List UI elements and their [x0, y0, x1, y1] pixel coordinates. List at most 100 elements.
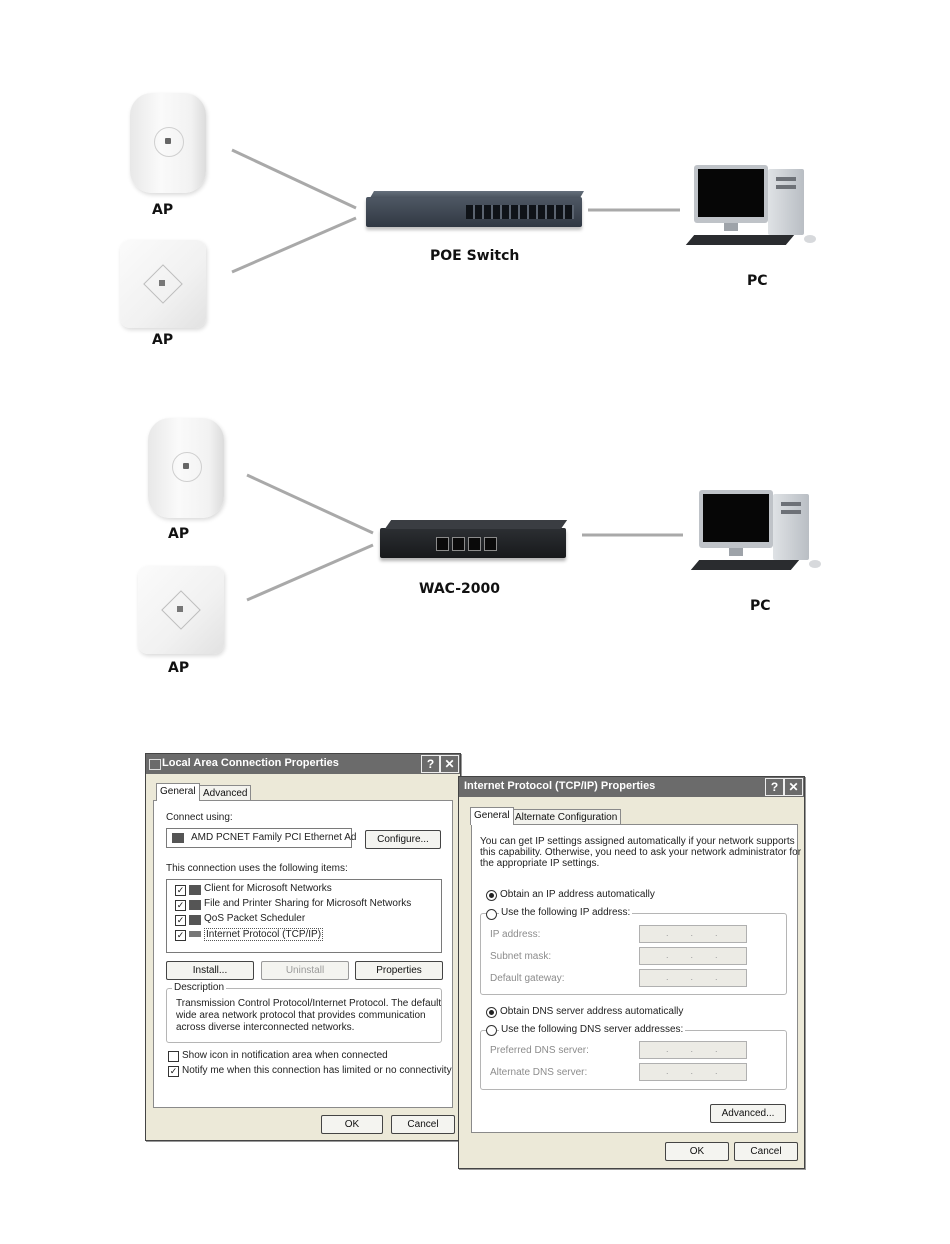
tab-general[interactable]: General: [470, 807, 514, 825]
close-button[interactable]: ✕: [440, 755, 459, 773]
link-ap2-switch: [231, 216, 357, 274]
ip-address-field[interactable]: ...: [639, 925, 747, 943]
client-icon: [189, 885, 201, 895]
network-adapter-icon: [172, 833, 184, 843]
wac-controller-label: WAC-2000: [419, 581, 501, 597]
cancel-button[interactable]: Cancel: [734, 1142, 798, 1161]
ip-separators: ...: [666, 1066, 740, 1076]
ip-separators: ...: [666, 972, 740, 982]
help-button[interactable]: ?: [765, 778, 784, 796]
description-group: [166, 988, 442, 1043]
alternate-dns-field[interactable]: ...: [639, 1063, 747, 1081]
poe-switch-label: POE Switch: [430, 248, 520, 264]
network-icon: [149, 759, 161, 770]
adapter-name: AMD PCNET Family PCI Ethernet Ad: [191, 832, 357, 843]
static-dns-group: [480, 1030, 787, 1090]
connection-lines-1: [231, 148, 683, 602]
properties-button[interactable]: Properties: [355, 961, 443, 980]
install-button[interactable]: Install...: [166, 961, 254, 980]
ip-separators: ...: [666, 950, 740, 960]
default-gateway-label: Default gateway:: [490, 973, 565, 984]
connect-using-label: Connect using:: [166, 812, 233, 823]
access-point-ceiling-icon: [148, 418, 224, 518]
list-item[interactable]: QoS Packet Scheduler: [204, 913, 306, 924]
notify-label: Notify me when this connection has limit…: [182, 1065, 452, 1076]
intro-line: You can get IP settings assigned automat…: [480, 836, 795, 847]
obtain-dns-auto-label: Obtain DNS server address automatically: [500, 1006, 684, 1017]
tcpip-general-panel: You can get IP settings assigned automat…: [471, 824, 802, 1133]
tab-alternate-configuration[interactable]: Alternate Configuration: [511, 809, 622, 825]
use-following-ip-radio[interactable]: [486, 909, 497, 920]
components-list: ✓ Client for Microsoft Networks ✓ File a…: [166, 879, 442, 953]
tab-general[interactable]: General: [156, 783, 200, 801]
notify-checkbox[interactable]: ✓: [168, 1066, 179, 1077]
poe-switch-icon: [366, 191, 585, 227]
cancel-button[interactable]: Cancel: [391, 1115, 455, 1134]
access-point-ceiling-icon: [130, 93, 206, 193]
list-item[interactable]: Client for Microsoft Networks: [204, 883, 332, 894]
adapter-field: AMD PCNET Family PCI Ethernet Ad: [166, 828, 356, 848]
tab-advanced[interactable]: Advanced: [199, 785, 252, 801]
ip-separators: ...: [666, 1044, 740, 1054]
obtain-dns-auto-radio[interactable]: [486, 1007, 497, 1018]
access-point-wall-icon: [138, 566, 224, 654]
show-icon-label: Show icon in notification area when conn…: [182, 1050, 388, 1061]
desktop-pc-icon: [685, 490, 835, 580]
preferred-dns-label: Preferred DNS server:: [490, 1045, 589, 1056]
link-ap3-wac: [246, 473, 374, 535]
lan-dialog-titlebar: Local Area Connection Properties ? ✕: [146, 754, 460, 774]
ap-label: AP: [152, 332, 174, 348]
default-gateway-field[interactable]: ...: [639, 969, 747, 987]
configure-button[interactable]: Configure...: [365, 830, 441, 849]
item-checkbox[interactable]: ✓: [175, 885, 186, 896]
list-item-tcpip[interactable]: Internet Protocol (TCP/IP): [204, 928, 324, 941]
description-line: wide area network protocol that provides…: [176, 1010, 426, 1021]
advanced-button[interactable]: Advanced...: [710, 1104, 786, 1123]
obtain-ip-auto-label: Obtain an IP address automatically: [500, 889, 655, 900]
tcpip-dialog-titlebar: Internet Protocol (TCP/IP) Properties ? …: [459, 777, 804, 797]
uninstall-button[interactable]: Uninstall: [261, 961, 349, 980]
subnet-mask-label: Subnet mask:: [490, 951, 552, 962]
use-following-dns-label: Use the following DNS server addresses:: [499, 1024, 686, 1035]
lan-dialog-title: Local Area Connection Properties: [162, 757, 339, 769]
intro-line: the appropriate IP settings.: [480, 858, 600, 869]
tcpip-properties-dialog: Internet Protocol (TCP/IP) Properties ? …: [458, 776, 805, 1169]
static-ip-group: [480, 913, 787, 995]
pc-label: PC: [747, 273, 768, 289]
item-checkbox[interactable]: ✓: [175, 900, 186, 911]
qos-icon: [189, 915, 201, 925]
obtain-ip-auto-radio[interactable]: [486, 890, 497, 901]
description-title: Description: [172, 982, 227, 993]
alternate-dns-label: Alternate DNS server:: [490, 1067, 588, 1078]
ip-address-label: IP address:: [490, 929, 541, 940]
wireless-controller-icon: [380, 520, 568, 558]
tcpip-dialog-title: Internet Protocol (TCP/IP) Properties: [464, 780, 656, 792]
protocol-icon: [189, 931, 201, 937]
lan-properties-dialog: Local Area Connection Properties ? ✕ Gen…: [145, 753, 461, 1141]
description-line: Transmission Control Protocol/Internet P…: [176, 998, 442, 1009]
close-button[interactable]: ✕: [784, 778, 803, 796]
ok-button[interactable]: OK: [665, 1142, 729, 1161]
use-following-dns-radio[interactable]: [486, 1025, 497, 1036]
help-button[interactable]: ?: [421, 755, 440, 773]
list-item[interactable]: File and Printer Sharing for Microsoft N…: [204, 898, 412, 909]
desktop-pc-icon: [680, 165, 830, 255]
subnet-mask-field[interactable]: ...: [639, 947, 747, 965]
access-point-wall-icon: [120, 240, 206, 328]
ip-separators: ...: [666, 928, 740, 938]
ap-label: AP: [168, 526, 190, 542]
link-ap1-switch: [231, 148, 357, 210]
intro-line: this capability. Otherwise, you need to …: [480, 847, 802, 858]
use-following-ip-label: Use the following IP address:: [499, 907, 633, 918]
lan-general-panel: Connect using: AMD PCNET Family PCI Ethe…: [153, 800, 453, 1108]
ap-label: AP: [152, 202, 174, 218]
item-checkbox[interactable]: ✓: [175, 915, 186, 926]
show-icon-checkbox[interactable]: [168, 1051, 179, 1062]
preferred-dns-field[interactable]: ...: [639, 1041, 747, 1059]
ok-button[interactable]: OK: [321, 1115, 383, 1134]
printer-icon: [189, 900, 201, 910]
description-line: across diverse interconnected networks.: [176, 1022, 355, 1033]
pc-label: PC: [750, 598, 771, 614]
link-ap4-wac: [246, 543, 374, 602]
item-checkbox[interactable]: ✓: [175, 930, 186, 941]
